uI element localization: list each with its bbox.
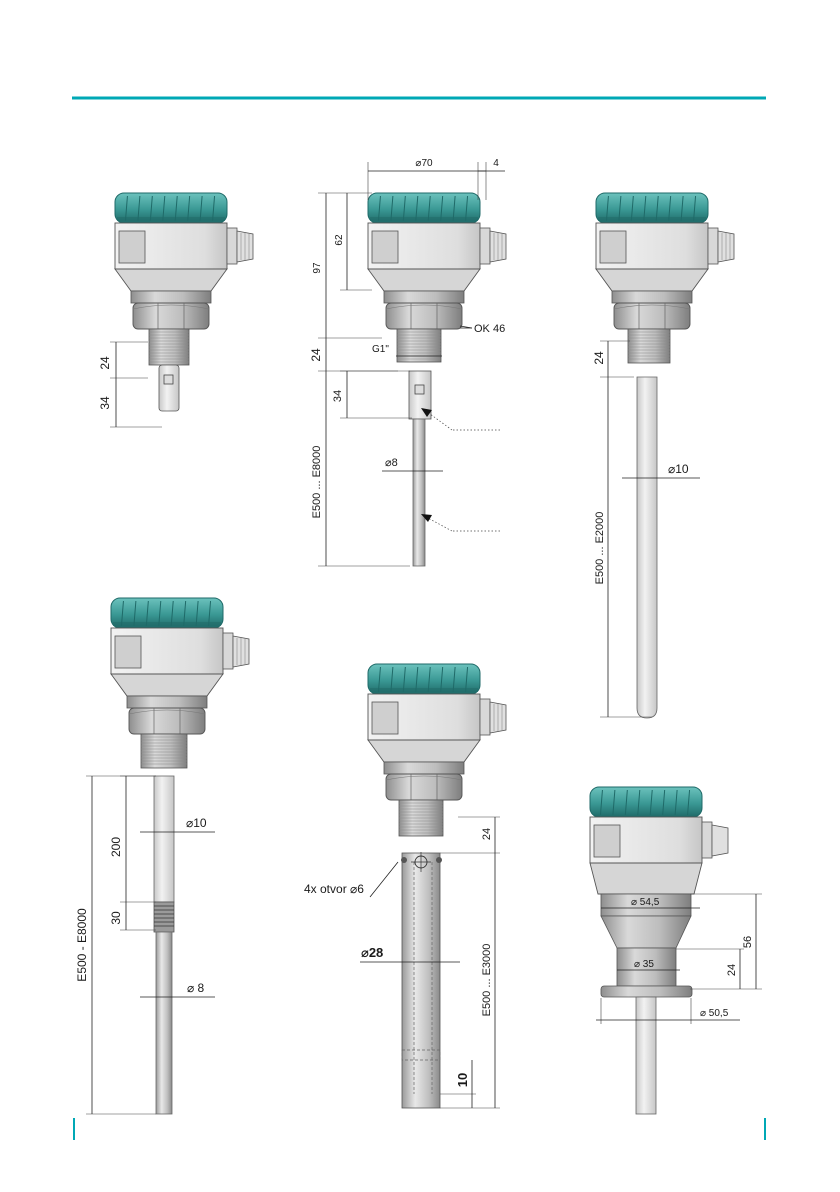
cable-gland-icon (223, 633, 233, 669)
drawing-clamp-probe (590, 787, 728, 1114)
display-window (119, 231, 145, 263)
housing-taper (590, 863, 702, 894)
collar (131, 291, 211, 303)
d2-dim-4: 4 (493, 158, 499, 169)
d5-dim-tube-dia: ⌀28 (361, 945, 383, 960)
cable-gland-icon (480, 699, 490, 735)
d5-dim-10: 10 (455, 1073, 470, 1087)
rod-10mm (637, 377, 657, 718)
cable-gland-nut (712, 825, 728, 856)
cable-gland-icon (702, 822, 712, 858)
d2-label-ok46: OK 46 (474, 323, 505, 335)
d4-dim-length: E500 - E8000 (75, 908, 89, 982)
thread-boss (397, 329, 441, 362)
housing-taper (596, 269, 708, 291)
collar (612, 291, 692, 303)
drawing-rod-probe-10mm (596, 193, 734, 718)
cap-lid (590, 787, 702, 817)
d6-dim-545: ⌀ 54,5 (631, 897, 660, 908)
drawing-tube-probe (368, 664, 506, 1108)
thread-boss (628, 329, 670, 363)
d3-dim-24: 24 (592, 351, 606, 365)
d2-dim-62: 62 (334, 234, 345, 246)
d4-dim-30: 30 (109, 911, 123, 925)
d6-dim-56: 56 (742, 936, 754, 948)
d6-dim-24: 24 (726, 964, 738, 976)
d5-dim-length: E500 ... E3000 (481, 944, 493, 1017)
d5-label-holes: 4x otvor ⌀6 (304, 882, 364, 896)
cap-rim (113, 622, 221, 626)
side-hole (436, 857, 442, 863)
d6-dim-505: ⌀ 50,5 (700, 1008, 729, 1019)
side-hole (401, 857, 407, 863)
rod-transition (154, 902, 174, 932)
d5-dim-24: 24 (481, 828, 493, 840)
display-window (594, 825, 620, 857)
clamp-adapter-cone (601, 916, 691, 948)
d4-dim-rod-10: ⌀10 (186, 816, 207, 830)
cable-gland-icon (480, 228, 490, 264)
display-window (372, 702, 398, 734)
d1-dim-24: 24 (98, 356, 112, 370)
d3-dim-length: E500 ... E2000 (594, 512, 606, 585)
outer-tube (402, 853, 440, 1108)
cable-gland-icon (227, 228, 237, 264)
d4-dimensions: E500 - E8000 200 30 ⌀10 ⌀ 8 (75, 776, 215, 1114)
clamp-rod (636, 997, 656, 1114)
d4-dim-rod-8: ⌀ 8 (187, 981, 205, 995)
display-window (372, 231, 398, 263)
thread-boss (141, 734, 187, 768)
probe-marker (415, 385, 424, 394)
drawing-coated-rod-probe (111, 598, 249, 1114)
d2-dim-34: 34 (332, 390, 344, 402)
coated-rod-lower (156, 932, 172, 1114)
d2-dim-rod-dia: ⌀8 (385, 457, 398, 469)
cap-rim (370, 217, 478, 221)
cap-rim (117, 217, 225, 221)
collar (384, 762, 464, 774)
cable-gland-icon (708, 228, 718, 264)
d6-dim-35: ⌀ 35 (634, 959, 654, 970)
d2-dim-width-70: ⌀70 (415, 158, 433, 169)
display-window (600, 231, 626, 263)
probe-marker (164, 375, 173, 384)
d3-dim-rod-dia: ⌀10 (668, 462, 689, 476)
cap-rim (370, 688, 478, 692)
d2-dim-97: 97 (312, 262, 323, 274)
housing-taper (111, 674, 223, 696)
housing-taper (368, 269, 480, 291)
drawing-rod-probe-8mm (368, 193, 506, 566)
housing-taper (115, 269, 227, 291)
short-probe (159, 365, 179, 411)
housing-taper (368, 740, 480, 762)
coated-rod-upper (154, 776, 174, 902)
cap-rim (598, 217, 706, 221)
d2-dim-24: 24 (309, 348, 323, 362)
d2-dim-length: E500 ... E8000 (311, 446, 323, 519)
display-window (115, 636, 141, 668)
d2-label-thread: G1" (372, 344, 389, 355)
collar (127, 696, 207, 708)
clamp-flange (601, 986, 692, 997)
d1-dim-34: 34 (98, 396, 112, 410)
rod-8mm (413, 419, 425, 566)
d4-dim-200: 200 (109, 837, 123, 857)
collar (384, 291, 464, 303)
